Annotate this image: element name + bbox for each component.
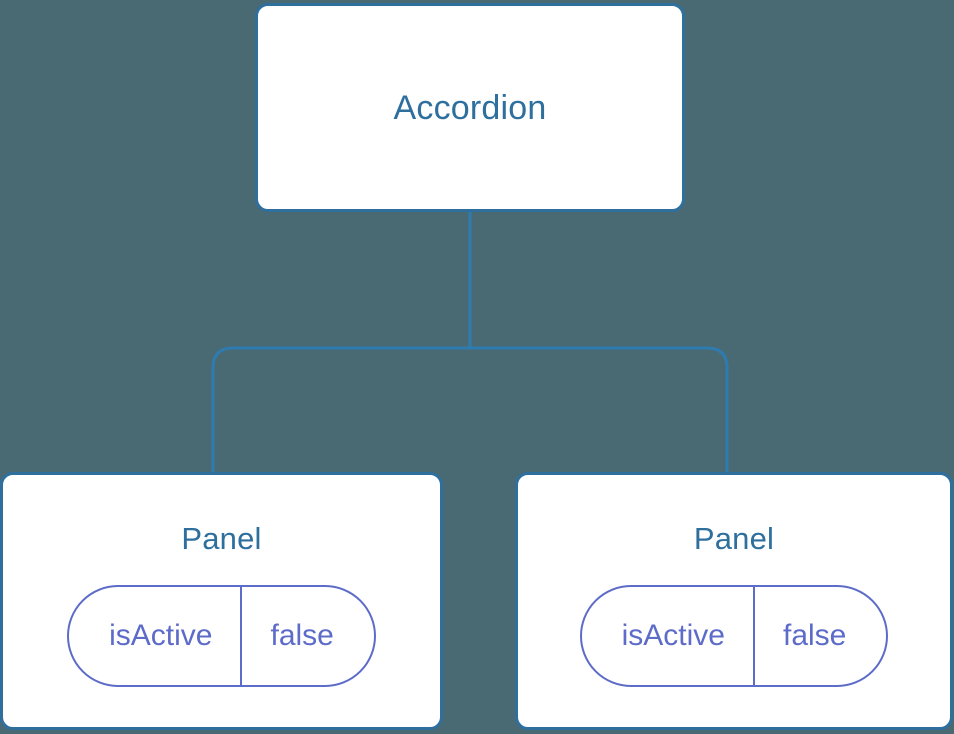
prop-value: false [752,587,886,685]
tree-node-panel-1[interactable]: Panel isActive false [515,472,953,730]
prop-pill-isactive[interactable]: isActive false [579,585,889,687]
prop-pill-isactive[interactable]: isActive false [67,585,376,687]
connector-branch-right [470,346,729,476]
prop-key: isActive [109,619,213,652]
node-title-panel: Panel [693,521,775,556]
node-title-accordion: Accordion [393,88,547,127]
node-title-panel: Panel [181,521,262,556]
tree-node-accordion[interactable]: Accordion [255,3,685,212]
connector-branch-left [211,346,470,476]
tree-node-panel-0[interactable]: Panel isActive false [0,472,443,730]
prop-value: false [240,587,373,685]
prop-key: isActive [621,619,725,652]
